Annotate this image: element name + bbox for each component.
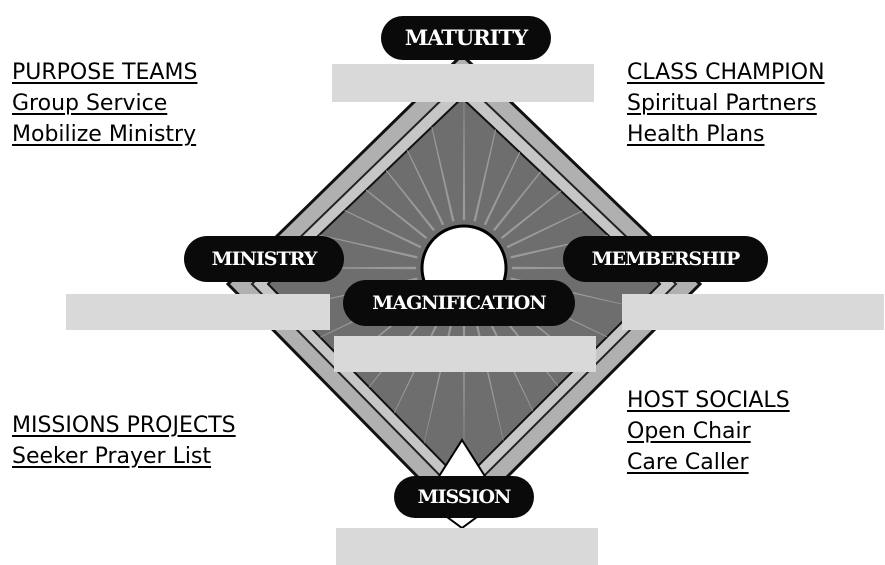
list-item: Spiritual Partners [627,91,817,116]
list-bottom-left: MISSIONS PROJECTS Seeker Prayer List [12,410,236,472]
list-item: PURPOSE TEAMS [12,60,198,85]
list-top-right: CLASS CHAMPION Spiritual Partners Health… [627,57,825,150]
highlight-bar-top [332,64,594,102]
highlight-bar-center [334,336,596,372]
label-magnification: MAGNIFICATION [343,280,575,326]
highlight-bar-left [66,294,330,330]
list-bottom-right: HOST SOCIALS Open Chair Care Caller [627,385,790,478]
list-item: Seeker Prayer List [12,444,212,469]
highlight-bar-right [622,294,884,330]
label-ministry: MINISTRY [184,236,344,282]
list-item: Health Plans [627,122,765,147]
sunburst-ray [462,98,466,220]
label-mission: MISSION [394,476,534,518]
list-item: Group Service [12,91,168,116]
highlight-bar-bottom [336,528,598,565]
label-membership: MEMBERSHIP [563,236,768,282]
list-item: MISSIONS PROJECTS [12,413,236,438]
list-item: HOST SOCIALS [627,388,790,413]
list-top-left: PURPOSE TEAMS Group Service Mobilize Min… [12,57,197,150]
list-item: Mobilize Ministry [12,122,197,147]
list-item: Open Chair [627,419,751,444]
list-item: CLASS CHAMPION [627,60,825,85]
label-maturity: MATURITY [381,16,551,60]
list-item: Care Caller [627,450,749,475]
